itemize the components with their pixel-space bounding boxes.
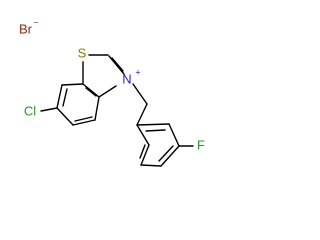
bond-c6-cl — [40, 107, 58, 112]
bond-ph-inner-3 — [139, 144, 146, 159]
bond-n-ch2 — [132, 83, 148, 105]
chemical-structure: Br − S N + Cl F — [19, 17, 205, 167]
bond-n-c3a — [98, 85, 117, 98]
atom-labels: Br − S N + Cl F — [19, 17, 205, 152]
bond-benzo-inner-2 — [74, 116, 93, 122]
bond-benzo-inner-1 — [62, 88, 68, 107]
bond-ch2-c1 — [136, 103, 148, 126]
bond-ph-1 — [136, 124, 150, 146]
bond-ph-inner-1 — [145, 129, 166, 132]
fluorine-label: F — [197, 137, 205, 152]
bond-c6-c5 — [56, 107, 74, 126]
bonds — [40, 54, 194, 167]
bond-c7a-c3a — [82, 83, 100, 98]
bromine-label: Br — [19, 21, 33, 36]
bond-benzo-inner-3 — [85, 87, 97, 97]
bond-c7a-c7 — [61, 83, 84, 86]
bond-c4-c3a — [94, 96, 100, 121]
bond-ph-4 — [160, 145, 180, 167]
bond-ph-6 — [136, 123, 170, 126]
nitrogen-label: N — [122, 71, 131, 86]
bromide-charge: − — [33, 17, 38, 27]
bond-c2-n-double-outer — [108, 55, 125, 75]
bond-c2-n-double-inner — [111, 57, 124, 72]
bond-ph-5 — [168, 123, 180, 147]
sulfur-label: S — [78, 45, 87, 60]
bond-c5-c4 — [72, 119, 96, 126]
bond-c7-c6 — [56, 84, 63, 109]
chlorine-label: Cl — [24, 103, 36, 118]
bond-ph-2 — [140, 144, 150, 166]
bond-ph-inner-2 — [158, 145, 174, 162]
nitrogen-charge: + — [135, 67, 140, 77]
bond-ph-3 — [140, 164, 162, 167]
